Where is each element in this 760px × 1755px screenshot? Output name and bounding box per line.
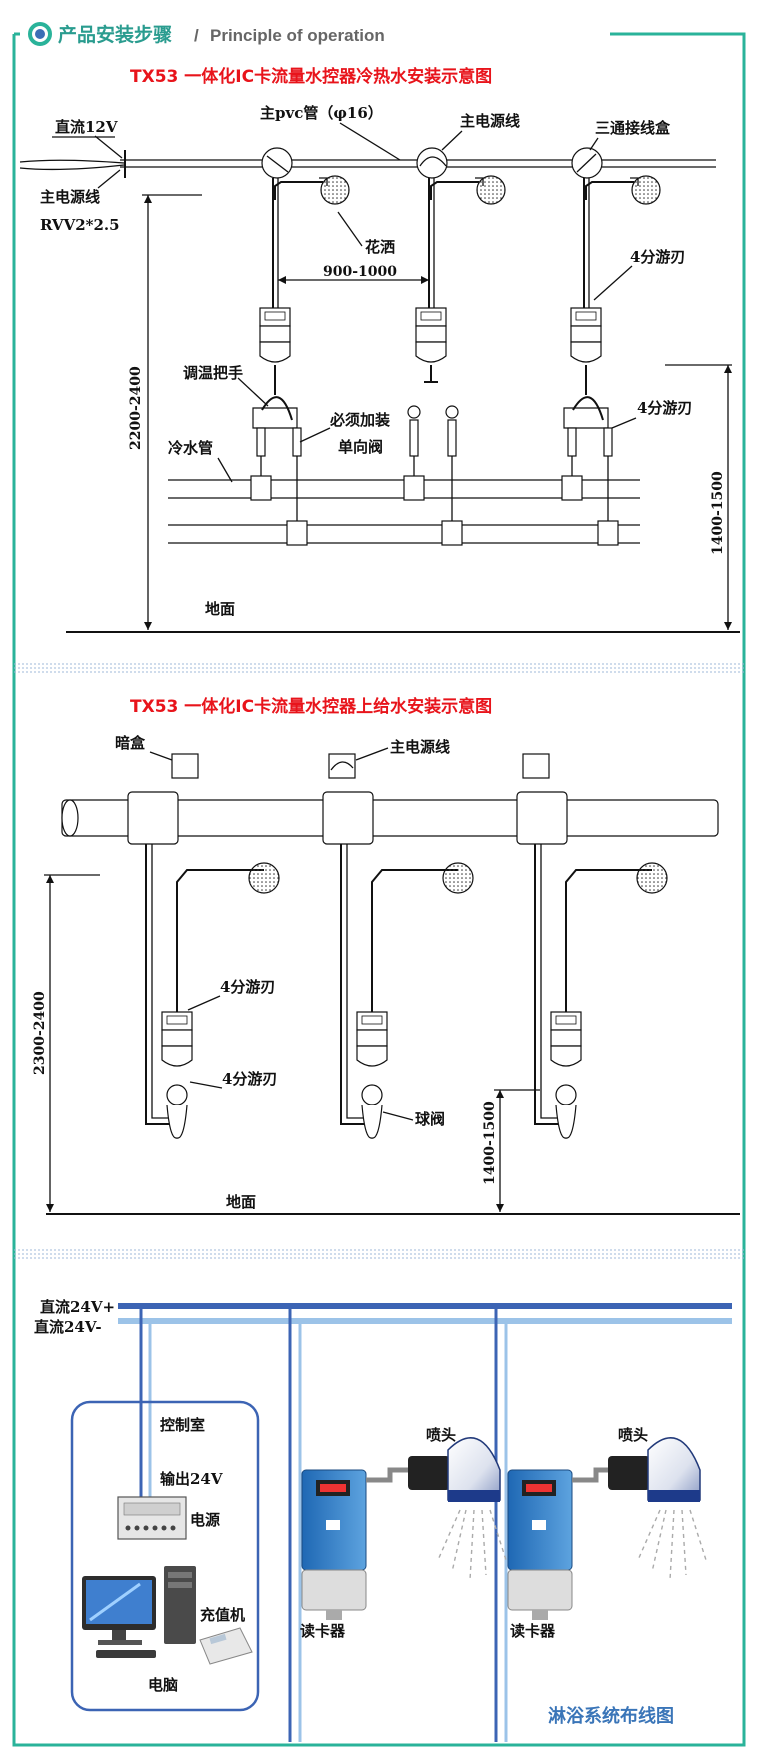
card-reader-1 bbox=[301, 1467, 412, 1620]
label-rvv: RVV2*2.5 bbox=[40, 216, 120, 234]
top-feed-unit-1 bbox=[145, 844, 280, 1139]
label-must-install: 必须加装 bbox=[329, 411, 391, 429]
shower-head-2-icon bbox=[608, 1437, 707, 1581]
label-dc24-pos: 直流24V+ bbox=[40, 1298, 115, 1316]
section2-top-feed-install: TX53 一体化IC卡流量水控器上给水安装示意图 暗盒 主电源线 2300-24… bbox=[32, 696, 740, 1215]
pipe-clamp-1 bbox=[127, 791, 179, 845]
label-spacing: 900-1000 bbox=[323, 264, 397, 280]
label-computer: 电脑 bbox=[148, 1676, 178, 1694]
label-dc24-neg: 直流24V- bbox=[34, 1318, 102, 1336]
section-header: 产品安装步骤 / Principle of operation bbox=[28, 22, 385, 46]
card-reader-2 bbox=[507, 1467, 614, 1620]
section2-title: TX53 一体化IC卡流量水控器上给水安装示意图 bbox=[130, 696, 492, 717]
label-thread-top: 4分游刃 bbox=[220, 978, 275, 996]
label-thread-2: 4分游刃 bbox=[637, 399, 692, 417]
control-room-box bbox=[70, 1400, 260, 1712]
recharger-icon bbox=[199, 1627, 253, 1665]
header-title-en: Principle of operation bbox=[210, 26, 385, 45]
label-junction-box: 三通接线盒 bbox=[595, 119, 671, 137]
label-reader-2: 读卡器 bbox=[510, 1622, 556, 1640]
label-ground-1: 地面 bbox=[205, 600, 235, 618]
shower-unit-1 bbox=[252, 175, 350, 528]
label-shower-head-1: 喷头 bbox=[426, 1426, 456, 1444]
label-thread-1: 4分游刃 bbox=[630, 248, 685, 266]
label-ball-valve: 球阀 bbox=[415, 1110, 445, 1128]
header-logo-dot-icon bbox=[35, 29, 45, 39]
label-height-2300: 2300-2400 bbox=[32, 991, 48, 1075]
label-height-1400b: 1400-1500 bbox=[482, 1101, 498, 1185]
label-main-power: 主电源线 bbox=[460, 112, 520, 130]
section1-hot-cold-install: TX53 一体化IC卡流量水控器冷热水安装示意图 直流12V 主pvc管（φ16… bbox=[19, 66, 740, 633]
junction-box-2 bbox=[416, 147, 448, 179]
label-hidden-box: 暗盒 bbox=[115, 734, 146, 752]
label-recharger: 充值机 bbox=[200, 1606, 245, 1624]
pipe-clamp-3 bbox=[516, 791, 568, 845]
label-height-1400: 1400-1500 bbox=[710, 471, 726, 555]
power-supply-icon bbox=[117, 1496, 187, 1540]
label-main-pvc: 主pvc管（φ16） bbox=[260, 104, 383, 122]
pipe-clamp-2 bbox=[322, 791, 374, 845]
label-dc12v: 直流12V bbox=[55, 118, 118, 136]
label-height-2200: 2200-2400 bbox=[128, 366, 144, 450]
label-check-valve: 单向阀 bbox=[338, 438, 383, 456]
section1-title: TX53 一体化IC卡流量水控器冷热水安装示意图 bbox=[130, 66, 492, 87]
junction-box-3 bbox=[571, 147, 603, 179]
label-control-room: 控制室 bbox=[160, 1416, 205, 1434]
label-thread-bottom: 4分游刃 bbox=[222, 1070, 277, 1088]
label-shower: 花洒 bbox=[365, 238, 395, 256]
shower-head-1-icon bbox=[408, 1437, 507, 1581]
label-reader-1: 读卡器 bbox=[300, 1622, 346, 1640]
header-slash: / bbox=[194, 26, 199, 45]
hidden-box-1 bbox=[171, 753, 199, 779]
header-title-cn: 产品安装步骤 bbox=[58, 23, 172, 46]
incoming-power-cable bbox=[19, 159, 125, 171]
label-output24: 输出24V bbox=[160, 1470, 223, 1488]
wiring-caption: 淋浴系统布线图 bbox=[548, 1705, 674, 1727]
label-ground-2: 地面 bbox=[226, 1193, 256, 1211]
label-power-supply: 电源 bbox=[190, 1511, 220, 1529]
label-shower-head-2: 喷头 bbox=[618, 1426, 648, 1444]
separator-1 bbox=[14, 663, 744, 673]
shower-unit-3 bbox=[563, 175, 661, 528]
computer-icon bbox=[82, 1566, 196, 1658]
separator-2 bbox=[14, 1249, 744, 1259]
top-feed-unit-3 bbox=[534, 844, 668, 1139]
header-logo-icon bbox=[28, 22, 52, 46]
outer-frame bbox=[12, 32, 746, 1747]
junction-box-1 bbox=[261, 147, 293, 179]
label-mixer: 调温把手 bbox=[183, 364, 243, 382]
shower-unit-2 bbox=[407, 175, 506, 528]
label-power-cable: 主电源线 bbox=[40, 188, 100, 206]
label-main-power-2: 主电源线 bbox=[390, 738, 450, 756]
label-cold-pipe: 冷水管 bbox=[168, 439, 213, 457]
top-feed-unit-2 bbox=[340, 844, 474, 1139]
section3-wiring: 直流24V+ 直流24V- 控制室 输出24V 电源 bbox=[34, 1298, 732, 1742]
hidden-box-3 bbox=[522, 753, 550, 779]
